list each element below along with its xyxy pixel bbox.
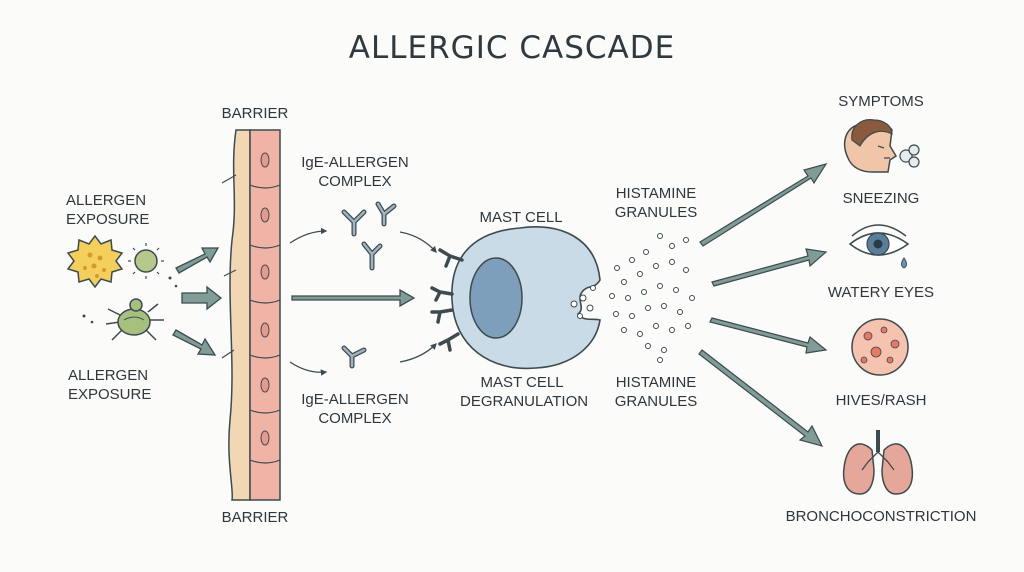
- label-line: DEGRANULATION: [460, 393, 589, 410]
- label-line: COMPLEX: [318, 173, 392, 190]
- allergen-label-top: ALLERGEN EXPOSURE: [66, 191, 150, 229]
- barrier-arrows: [289, 227, 416, 376]
- barrier-label-top: BARRIER: [221, 105, 289, 122]
- label-line: GRANULES: [614, 204, 698, 221]
- mast-cell-label: MAST CELL: [479, 209, 563, 226]
- barrier-tissue: [221, 129, 281, 501]
- label-line: EXPOSURE: [68, 386, 152, 403]
- label-line: HISTAMINE: [615, 185, 697, 202]
- ige-label-bottom: IgE-ALLERGEN COMPLEX: [300, 390, 410, 428]
- hives-icon: [851, 318, 909, 376]
- hives-label: HIVES/RASH: [835, 392, 927, 409]
- symptoms-heading: SYMPTOMS: [838, 93, 924, 110]
- pollen-icon: [66, 234, 124, 289]
- label-line: IgE-ALLERGEN: [301, 154, 409, 171]
- spore-icon: [128, 243, 164, 279]
- mast-cell-icon: [430, 226, 601, 370]
- ige-label-top: IgE-ALLERGEN COMPLEX: [300, 153, 410, 191]
- sneezing-face-icon: [843, 119, 920, 173]
- label-line: EXPOSURE: [66, 211, 150, 228]
- watery-eye-icon: [848, 224, 910, 269]
- watery-eyes-label: WATERY EYES: [827, 284, 935, 301]
- label-line: HISTAMINE: [615, 374, 697, 391]
- lungs-icon: [842, 430, 914, 495]
- histamine-label-bottom: HISTAMINE GRANULES: [606, 373, 706, 411]
- antibody-inner: [342, 202, 396, 368]
- antibody-icon: [341, 201, 397, 369]
- complex-arrows: [399, 231, 437, 363]
- label-line: COMPLEX: [318, 410, 392, 427]
- histamine-granules: [609, 233, 695, 363]
- allergen-arrows: [172, 247, 223, 356]
- histamine-label-top: HISTAMINE GRANULES: [606, 184, 706, 222]
- dust-mite-icon: [105, 298, 164, 341]
- symptom-arrows: [698, 163, 828, 447]
- label-line: IgE-ALLERGEN: [301, 391, 409, 408]
- sneezing-label: SNEEZING: [842, 190, 920, 207]
- allergen-label-bottom: ALLERGEN EXPOSURE: [68, 366, 152, 404]
- page-title: ALLERGIC CASCADE: [348, 30, 676, 66]
- barrier-label-bottom: BARRIER: [221, 509, 289, 526]
- label-line: MAST CELL: [480, 374, 564, 391]
- label-line: ALLERGEN: [66, 192, 147, 209]
- mast-degranulation-label: MAST CELL DEGRANULATION: [460, 373, 589, 411]
- label-line: GRANULES: [614, 393, 698, 410]
- bronchoconstriction-label: BRONCHOCONSTRICTION: [785, 508, 977, 525]
- label-line: ALLERGEN: [68, 367, 149, 384]
